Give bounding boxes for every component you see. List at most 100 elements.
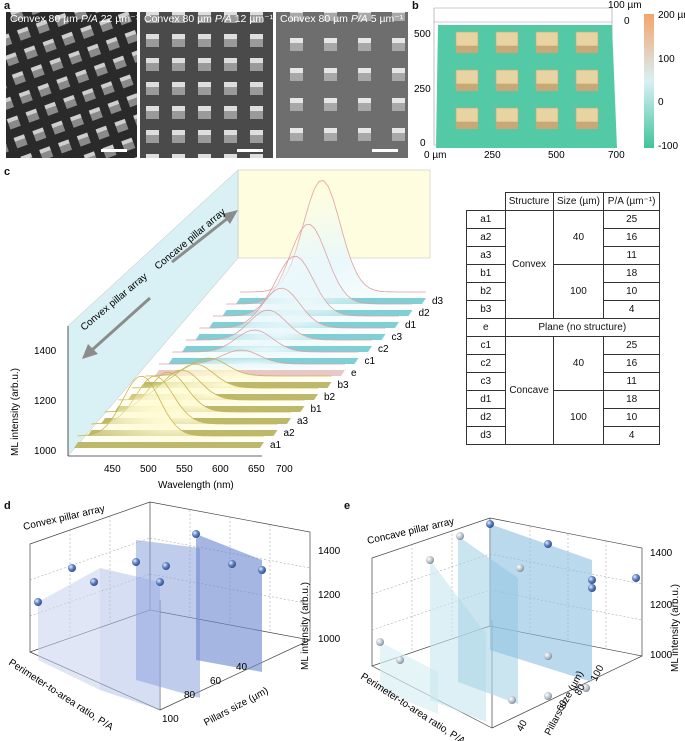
row-id: e <box>466 318 506 337</box>
spectra-series <box>74 180 426 448</box>
pillar <box>575 107 599 123</box>
z-tick: 1400 <box>318 546 341 557</box>
data-point <box>544 540 552 548</box>
row-pa: 25 <box>603 336 660 355</box>
pillar-side <box>536 46 558 53</box>
pillar-side <box>456 122 478 129</box>
spectrum-area <box>213 256 399 322</box>
series-label: d2 <box>419 308 431 319</box>
spectrum-line <box>212 255 399 317</box>
panel-label-e: e <box>344 500 351 512</box>
pillar-side <box>576 84 598 91</box>
data-point <box>162 562 170 570</box>
pillar <box>495 69 519 85</box>
z-tick: 1400 <box>650 548 673 559</box>
x-tick: 450 <box>104 464 121 475</box>
colorbar-tick: -100 <box>658 141 678 152</box>
pillar <box>535 107 559 123</box>
y-axis-label: ML intensity (arb.u.) <box>10 368 21 456</box>
scale-bar <box>101 149 127 152</box>
pillar <box>495 31 519 47</box>
series-label: d1 <box>405 320 417 331</box>
data-point <box>582 684 590 692</box>
plot-d-title: Convex pillar array <box>22 503 106 532</box>
spectrum-line <box>185 309 372 341</box>
panel-label-d: d <box>4 500 11 512</box>
series-label: a1 <box>270 440 282 451</box>
row-pa: 25 <box>603 210 660 229</box>
data-point <box>516 564 524 572</box>
size-axis-label: Pillars size (µm) <box>543 669 586 737</box>
panel-label-c: c <box>4 166 11 178</box>
pillar-side <box>456 84 478 91</box>
spectrum-area <box>78 376 264 442</box>
header-size: Size (µm) <box>552 192 605 211</box>
structure-concave: Concave <box>504 336 554 445</box>
z-tick: 1200 <box>650 600 673 611</box>
row-id: d2 <box>466 408 506 427</box>
row-pa: 18 <box>603 390 660 409</box>
spectrum-ribbon <box>74 442 264 448</box>
series-label: a3 <box>297 416 309 427</box>
row-pa: 10 <box>603 408 660 427</box>
size-40: 40 <box>552 210 605 265</box>
data-point <box>228 560 236 568</box>
pillar-side <box>576 122 598 129</box>
data-point <box>192 530 200 538</box>
spectrum-line <box>158 349 345 365</box>
size-tick: 100 <box>162 714 179 725</box>
size-tick: 80 <box>184 690 196 701</box>
plot-e-concave: Concave pillar array 1400 1200 1000 ML i… <box>358 516 681 741</box>
header-pa: P/A (µm⁻¹) <box>603 192 660 211</box>
data-point <box>426 556 434 564</box>
data-point <box>486 520 494 528</box>
series-label: c2 <box>378 344 389 355</box>
row-id: b3 <box>466 300 506 319</box>
pillar-side <box>496 122 518 129</box>
sem-texture-1 <box>6 12 137 158</box>
pillar-side <box>536 84 558 91</box>
y-tick: 1200 <box>34 396 57 407</box>
x-tick: 700 <box>276 464 293 475</box>
series-legend-table: Structure Size (µm) P/A (µm⁻¹) a1 Convex… <box>466 192 660 445</box>
data-point <box>396 656 404 664</box>
size-100: 100 <box>552 390 605 445</box>
header-structure: Structure <box>504 192 554 211</box>
sem-caption-2: Convex 80 µm P/A 12 µm⁻¹ <box>144 13 273 25</box>
series-label: c1 <box>365 356 376 367</box>
size-tick: 80 <box>573 682 588 697</box>
colorbar-tick: 200 µm <box>658 10 685 21</box>
plot-d-convex: Convex pillar array 1400 1200 1000 ML in… <box>6 501 341 733</box>
x-tick: 650 <box>248 464 265 475</box>
row-id: d1 <box>466 390 506 409</box>
size-tick: 40 <box>515 718 530 733</box>
z-tick: 1000 <box>318 634 341 645</box>
pillar <box>455 69 479 85</box>
pillar-side <box>496 84 518 91</box>
row-id: a3 <box>466 246 506 265</box>
series-label: b1 <box>311 404 323 415</box>
data-point <box>34 598 42 606</box>
scale-bar <box>372 149 398 152</box>
data-point <box>376 638 384 646</box>
map-x-tick: 500 <box>548 150 565 161</box>
data-point <box>258 566 266 574</box>
pillar-side <box>576 46 598 53</box>
size-axis-label: Pillars size (µm) <box>202 685 270 728</box>
panel-label-b: b <box>412 0 419 12</box>
z-axis-label: ML intensity (arb.u.) <box>300 582 311 670</box>
y-tick: 1400 <box>34 346 57 357</box>
spectrum-line <box>239 180 426 293</box>
sem-texture-3 <box>276 12 408 158</box>
x-tick: 500 <box>140 464 157 475</box>
data-point <box>456 532 464 540</box>
pillar <box>575 69 599 85</box>
data-point <box>544 652 552 660</box>
y-tick: 1000 <box>34 446 57 457</box>
row-id: d3 <box>466 426 506 445</box>
x-axis-label: Wavelength (nm) <box>158 480 234 491</box>
pillar <box>535 31 559 47</box>
spectrum-area <box>226 224 413 310</box>
size-40: 40 <box>552 336 605 391</box>
row-pa: 4 <box>603 426 660 445</box>
